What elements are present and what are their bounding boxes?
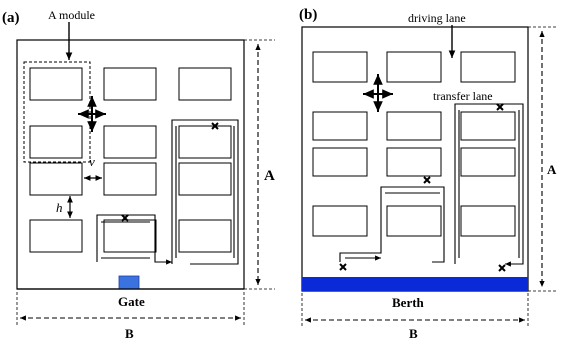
block xyxy=(29,219,83,253)
panel-a-tag: (a) xyxy=(2,10,20,26)
block xyxy=(103,219,157,253)
block xyxy=(103,162,157,196)
crane-marker xyxy=(498,264,506,272)
block xyxy=(460,111,516,141)
dim-width-label-a: B xyxy=(125,326,134,338)
block xyxy=(29,125,83,159)
dim-height-label-b: A xyxy=(547,162,557,177)
four-way-arrows-a xyxy=(78,96,106,132)
dim-height-label-a: A xyxy=(264,168,275,184)
block xyxy=(178,219,232,253)
four-way-arrows-b xyxy=(363,74,393,112)
blocks-a xyxy=(29,67,232,253)
module-label: A module xyxy=(48,8,95,22)
panel-b-tag: (b) xyxy=(299,7,317,23)
block xyxy=(178,67,232,101)
dim-width-label-b: B xyxy=(409,326,418,338)
gate-label: Gate xyxy=(118,294,145,309)
gap-v-label: v xyxy=(89,154,95,169)
block xyxy=(386,205,442,237)
gap-h-label: h xyxy=(56,200,63,215)
berth-label: Berth xyxy=(392,295,425,310)
block xyxy=(460,205,516,237)
crane-marker xyxy=(339,263,347,271)
panel-a: (a) A module xyxy=(2,8,275,341)
crane-marker xyxy=(211,122,219,130)
transfer-lane-label: transfer lane xyxy=(433,89,493,103)
block xyxy=(312,111,368,141)
module-outline xyxy=(23,61,91,163)
block xyxy=(29,162,83,196)
route-middle-b xyxy=(339,186,445,263)
berth-bar xyxy=(302,277,528,291)
block xyxy=(460,147,516,177)
block xyxy=(178,162,232,196)
route-right-a xyxy=(171,119,239,265)
blocks-b xyxy=(312,51,516,237)
block xyxy=(312,51,368,83)
block xyxy=(460,51,516,83)
block xyxy=(386,111,442,141)
block xyxy=(312,205,368,237)
block xyxy=(312,147,368,177)
crane-marker xyxy=(121,214,129,222)
block xyxy=(386,51,442,83)
block xyxy=(386,147,442,177)
block xyxy=(29,67,83,101)
route-lower-a xyxy=(96,214,172,265)
driving-lane-label: driving lane xyxy=(408,11,466,25)
block xyxy=(178,125,232,159)
panel-b: (b) driving lane transfer lane xyxy=(299,7,558,341)
gate-box xyxy=(118,275,140,290)
crane-marker xyxy=(496,103,504,111)
block xyxy=(103,67,157,101)
block xyxy=(103,125,157,159)
crane-marker xyxy=(423,176,431,184)
route-right-b xyxy=(454,103,524,267)
